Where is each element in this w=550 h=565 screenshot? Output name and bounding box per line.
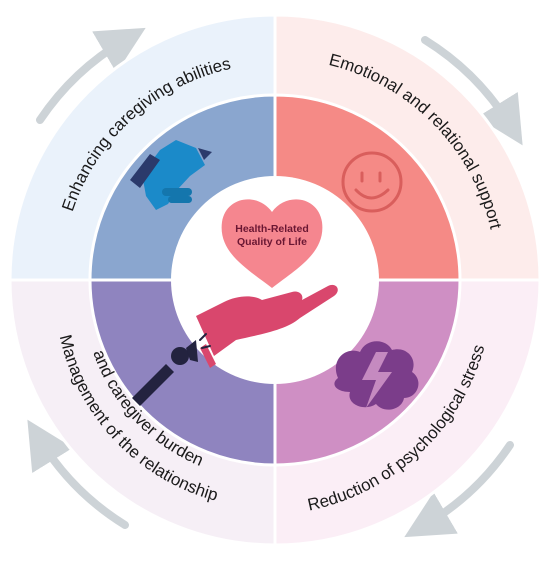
brain-lightning-icon (334, 341, 419, 410)
open-hand-icon (196, 284, 338, 368)
arrow-top-right (421, 36, 523, 146)
arrow-bottom-right (404, 441, 514, 538)
handshake-icon (130, 140, 212, 210)
center-title-line1: Health-Related (235, 223, 309, 235)
center-title-line2: Quality of Life (237, 236, 307, 248)
cycle-arrows (27, 27, 523, 538)
arrow-bottom-left (27, 419, 129, 529)
heart-icon (221, 199, 323, 288)
arrow-top-left (36, 27, 146, 124)
smiley-face-icon (341, 151, 403, 213)
person-megaphone-icon (132, 333, 211, 406)
